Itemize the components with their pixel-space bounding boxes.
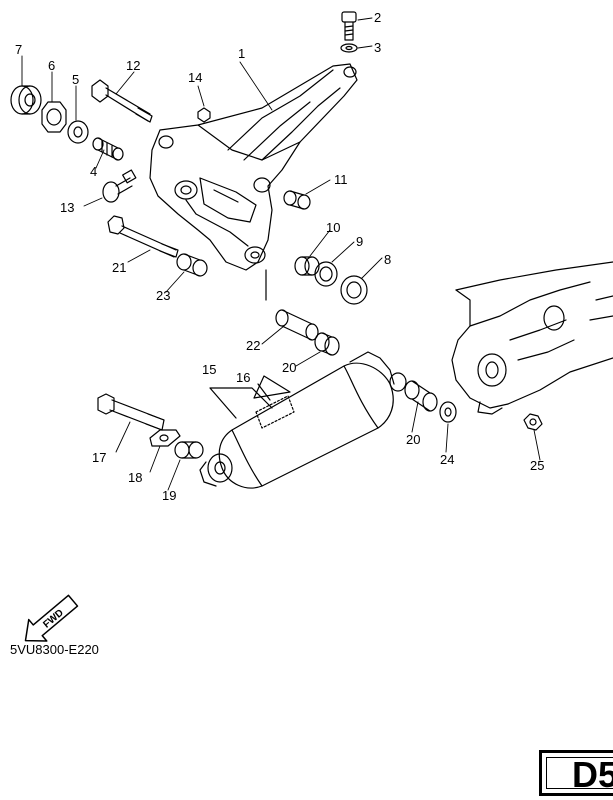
part-label-9: 9 bbox=[356, 234, 363, 249]
bolt-13 bbox=[102, 169, 137, 203]
bolt-17 bbox=[97, 393, 165, 431]
part-label-22: 22 bbox=[246, 338, 260, 353]
bolt-2 bbox=[341, 11, 357, 41]
washer-3 bbox=[340, 43, 358, 53]
label-15-bracket bbox=[209, 387, 273, 419]
collar-4 bbox=[92, 137, 124, 161]
collar-23 bbox=[176, 253, 208, 277]
nut-7 bbox=[10, 85, 42, 115]
part-label-20-left: 20 bbox=[282, 360, 296, 375]
part-label-1: 1 bbox=[238, 46, 245, 61]
part-label-25: 25 bbox=[530, 458, 544, 473]
part-label-8: 8 bbox=[384, 252, 391, 267]
direction-triangle-16 bbox=[253, 375, 291, 399]
part-label-3: 3 bbox=[374, 40, 381, 55]
bushing-10 bbox=[294, 256, 320, 276]
part-label-11: 11 bbox=[334, 172, 348, 187]
collar-11 bbox=[283, 190, 311, 210]
part-label-17: 17 bbox=[92, 450, 106, 465]
washer-5 bbox=[67, 120, 89, 144]
drawing-code: 5VU8300-E220 bbox=[10, 642, 99, 657]
washer-24 bbox=[439, 401, 457, 423]
part-label-15: 15 bbox=[202, 362, 216, 377]
nut-25 bbox=[523, 413, 543, 431]
part-label-12: 12 bbox=[126, 58, 140, 73]
part-label-2: 2 bbox=[374, 10, 381, 25]
part-label-20-right: 20 bbox=[406, 432, 420, 447]
page-code-box: D5 bbox=[539, 750, 613, 796]
label-16-leader bbox=[257, 383, 271, 401]
part-label-18: 18 bbox=[128, 470, 142, 485]
part-number-labels: 1 2 3 4 5 6 7 8 9 10 11 12 13 14 15 16 1… bbox=[15, 10, 544, 503]
nut-6 bbox=[41, 101, 67, 133]
part-label-14: 14 bbox=[188, 70, 202, 85]
part-label-6: 6 bbox=[48, 58, 55, 73]
collar-22 bbox=[275, 309, 319, 341]
shock-absorber-15 bbox=[199, 351, 407, 489]
bearing-8 bbox=[340, 275, 368, 305]
leader-lines bbox=[21, 17, 541, 491]
part-label-23: 23 bbox=[156, 288, 170, 303]
collar-19 bbox=[174, 441, 204, 459]
bushing-20-right bbox=[404, 380, 438, 412]
page-code: D5 bbox=[572, 754, 613, 795]
bushing-20-left bbox=[314, 332, 340, 356]
plate-18 bbox=[149, 429, 181, 447]
part-label-10: 10 bbox=[326, 220, 340, 235]
seal-9 bbox=[314, 261, 338, 287]
part-label-21: 21 bbox=[112, 260, 126, 275]
nut-14 bbox=[197, 107, 211, 123]
part-label-4: 4 bbox=[90, 164, 97, 179]
page-code-inner-frame bbox=[546, 757, 613, 789]
part-label-13: 13 bbox=[60, 200, 74, 215]
bolt-12 bbox=[91, 79, 153, 123]
engine-case bbox=[451, 261, 613, 415]
part-label-19: 19 bbox=[162, 488, 176, 503]
rear-arm-bracket bbox=[149, 63, 358, 271]
part-label-24: 24 bbox=[440, 452, 454, 467]
part-label-16: 16 bbox=[236, 370, 250, 385]
bolt-21 bbox=[107, 215, 179, 258]
part-label-7: 7 bbox=[15, 42, 22, 57]
part-label-5: 5 bbox=[72, 72, 79, 87]
